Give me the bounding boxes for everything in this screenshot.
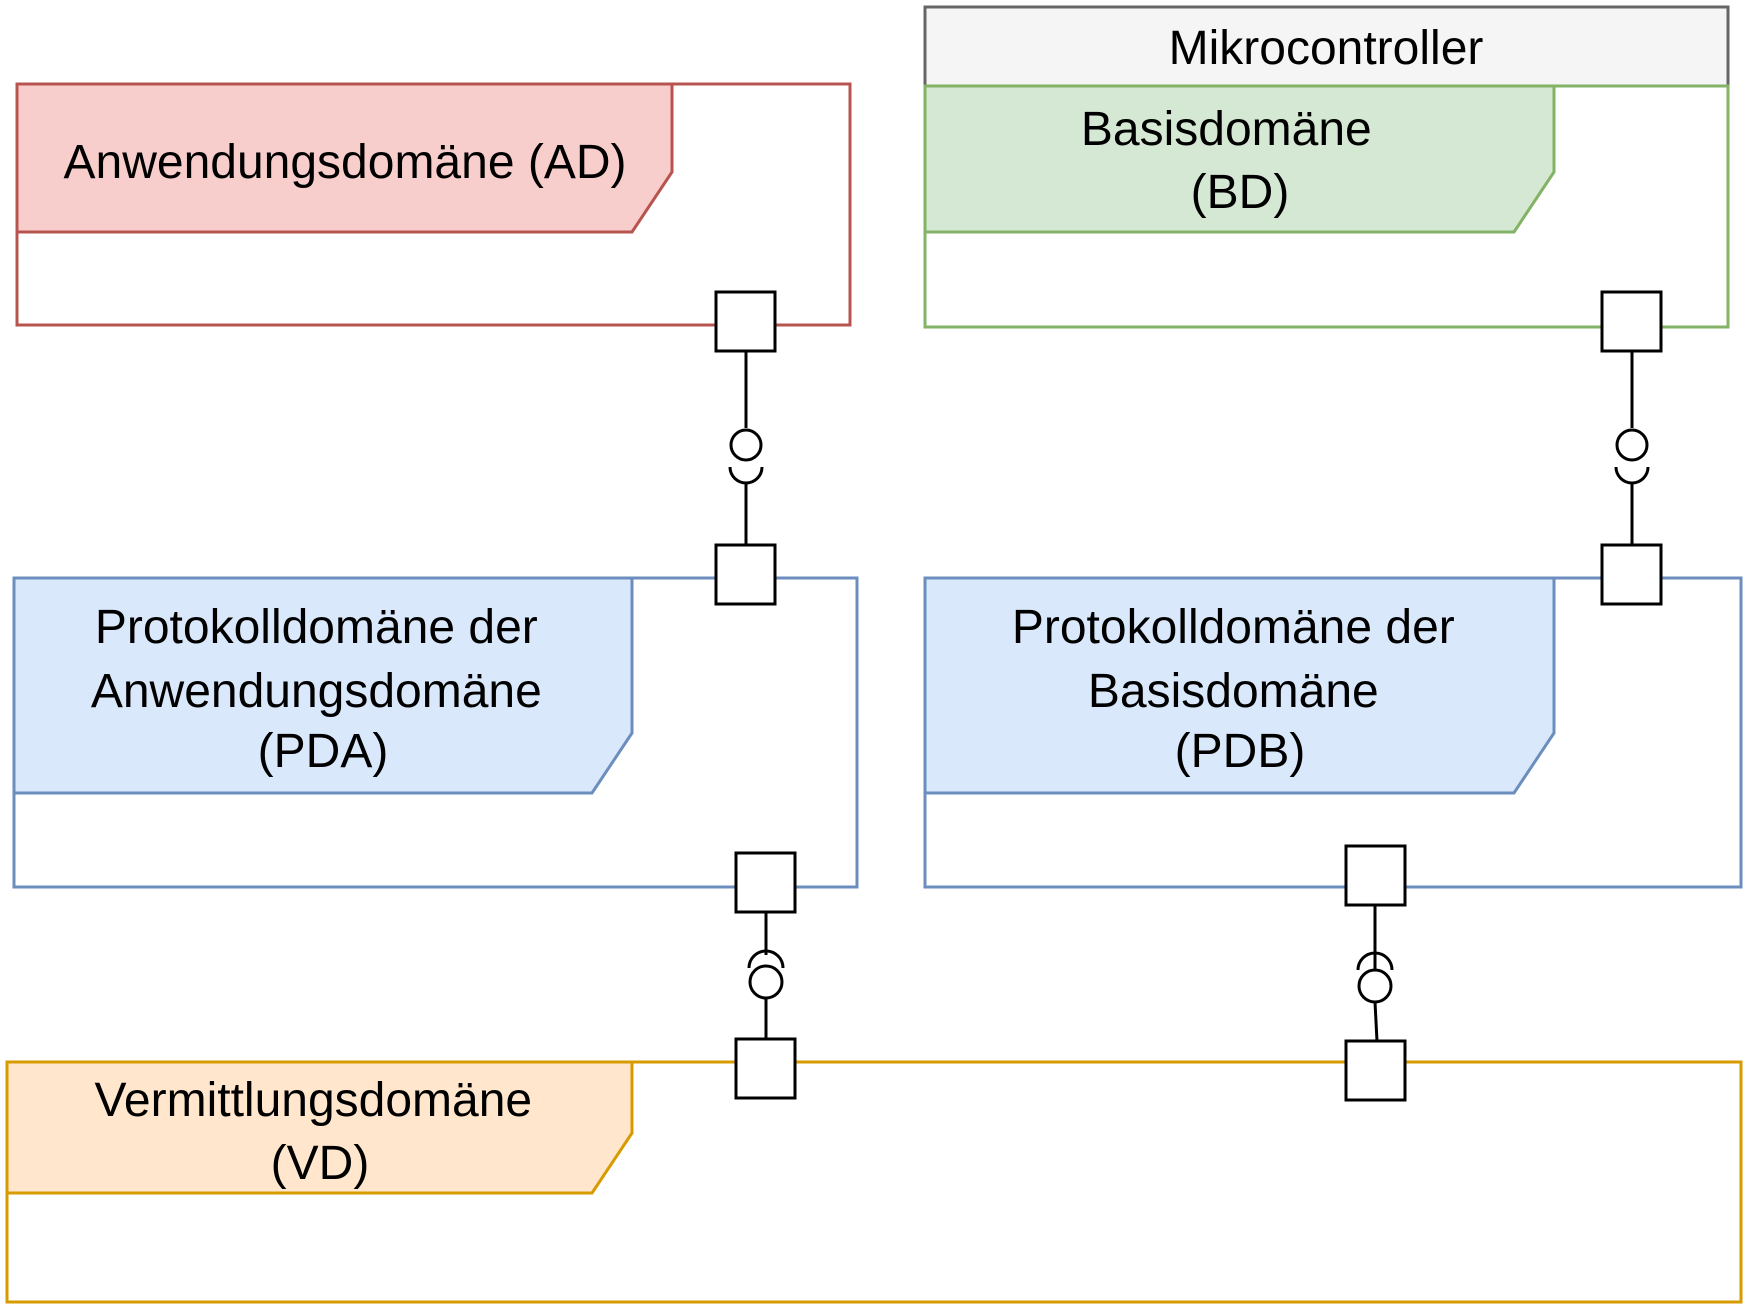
domain-bd: Basisdomäne (BD): [923, 84, 1730, 329]
mikrocontroller-header: Mikrocontroller: [923, 5, 1730, 88]
required-interface-socket-icon: [1614, 466, 1650, 485]
pda-label-line-3: (PDA): [258, 725, 389, 778]
provided-interface-ball-icon: [729, 428, 763, 462]
vd-label-line-2: (VD): [271, 1137, 370, 1190]
pdb-label-line-2: Basisdomäne: [1088, 665, 1379, 718]
bd-label-tab: [923, 84, 1556, 234]
pdb-label: Protokolldomäne der Basisdomäne (PDB): [1012, 601, 1468, 778]
connector-ad-pda: [714, 290, 777, 606]
ad-label-tab: [15, 82, 674, 234]
port-icon: [714, 543, 777, 606]
port-icon: [734, 851, 797, 914]
ad-label-line-1: Anwendungsdomäne (AD): [64, 136, 627, 189]
domain-pdb: Protokolldomäne der Basisdomäne (PDB): [923, 576, 1743, 889]
port-icon: [1600, 290, 1663, 353]
bd-label-line-1: Basisdomäne: [1081, 103, 1372, 156]
domain-pda: Protokolldomäne der Anwendungsdomäne (PD…: [12, 576, 859, 889]
required-interface-socket-icon: [747, 949, 785, 969]
port-icon: [714, 290, 777, 353]
provided-interface-ball-icon: [1357, 968, 1393, 1004]
pda-label-line-1: Protokolldomäne der: [95, 601, 538, 654]
required-interface-socket-icon: [728, 466, 764, 485]
domain-vd: Vermittlungsdomäne (VD): [5, 1060, 1743, 1304]
port-icon: [734, 1037, 797, 1100]
pda-label-tab: [12, 576, 634, 795]
bd-label-line-2: (BD): [1191, 166, 1290, 219]
pdb-label-line-3: (PDB): [1175, 725, 1306, 778]
port-icon: [1600, 543, 1663, 606]
bd-label: Basisdomäne (BD): [1081, 103, 1385, 219]
provided-interface-ball-icon: [1615, 428, 1649, 462]
ad-label: Anwendungsdomäne (AD): [64, 136, 627, 189]
domain-ad: Anwendungsdomäne (AD): [15, 82, 852, 327]
connector-line: [1373, 1001, 1379, 1042]
vd-label-line-1: Vermittlungsdomäne: [95, 1074, 533, 1127]
pdb-label-tab: [923, 576, 1556, 795]
connector-pda-vd: [734, 851, 797, 1100]
port-icon: [1344, 1039, 1407, 1102]
pda-label: Protokolldomäne der Anwendungsdomäne (PD…: [91, 601, 555, 778]
required-interface-socket-icon: [1356, 951, 1394, 971]
vd-label: Vermittlungsdomäne (VD): [95, 1074, 546, 1190]
mikrocontroller-title: Mikrocontroller: [1169, 22, 1484, 75]
provided-interface-ball-icon: [748, 964, 784, 1000]
pda-label-line-2: Anwendungsdomäne: [91, 665, 542, 718]
connector-bd-pdb: [1600, 290, 1663, 606]
pdb-label-line-1: Protokolldomäne der: [1012, 601, 1455, 654]
port-icon: [1344, 844, 1407, 907]
vd-label-tab: [5, 1060, 634, 1195]
connector-pdb-vd: [1344, 844, 1407, 1102]
